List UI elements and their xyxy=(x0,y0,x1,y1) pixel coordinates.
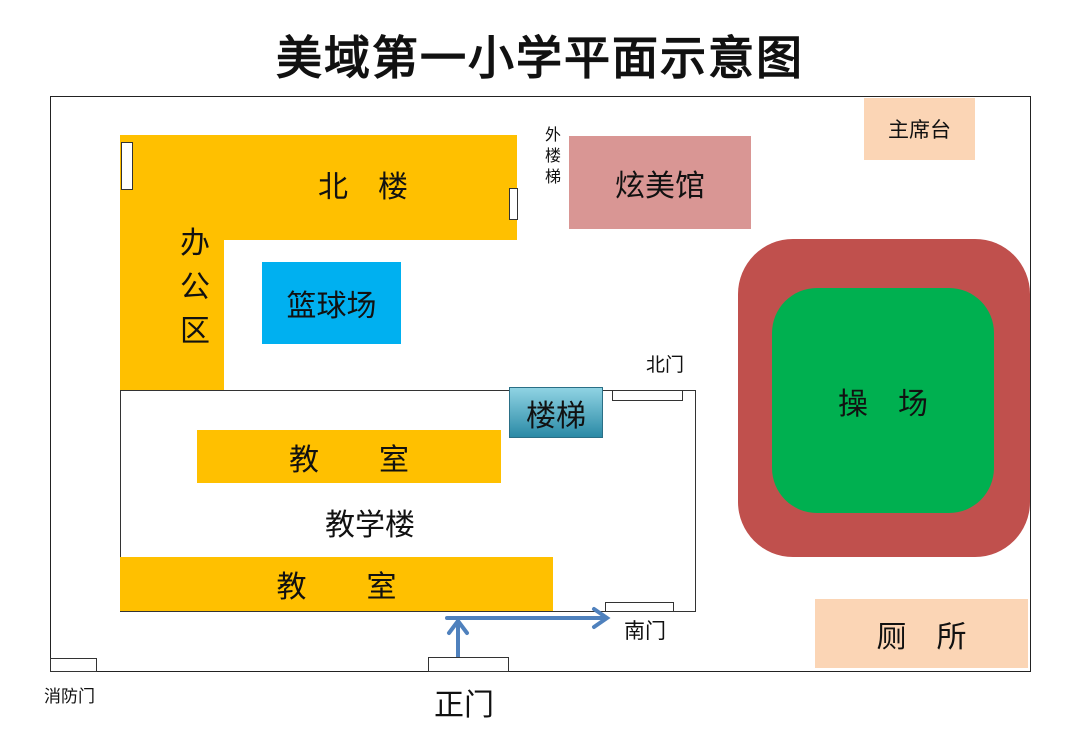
north-gate-label: 北门 xyxy=(646,354,685,376)
north-building-door-east xyxy=(509,188,518,220)
south-gate[interactable] xyxy=(605,602,674,612)
basketball-court: 篮球场 xyxy=(262,262,401,344)
campus-boundary xyxy=(50,96,1031,672)
fire-gate[interactable] xyxy=(50,658,97,672)
podium: 主席台 xyxy=(864,98,975,160)
arrow-right-icon xyxy=(445,607,611,629)
toilet: 厕 所 xyxy=(815,599,1028,668)
teaching-building-label: 教学楼 xyxy=(325,508,415,543)
page-title: 美域第一小学平面示意图 xyxy=(276,31,804,85)
fire-gate-label: 消防门 xyxy=(44,687,95,707)
main-gate[interactable] xyxy=(428,657,509,672)
north-building-door-west xyxy=(121,142,133,190)
office-area-label: 办公区 xyxy=(180,226,210,349)
office-area xyxy=(120,135,224,390)
stairs: 楼梯 xyxy=(509,387,603,438)
south-gate-label: 南门 xyxy=(624,619,666,643)
north-gate[interactable] xyxy=(612,390,683,401)
north-building-label: 北 楼 xyxy=(318,170,408,205)
outer-stairs-label: 外楼梯 xyxy=(545,125,562,186)
main-gate-label: 正门 xyxy=(434,688,494,723)
xuanmei-hall: 炫美馆 xyxy=(569,136,751,229)
classroom-lower: 教 室 xyxy=(120,557,553,611)
teaching-building xyxy=(120,390,696,612)
classroom-upper: 教 室 xyxy=(197,430,501,483)
playground: 操 场 xyxy=(772,288,994,513)
